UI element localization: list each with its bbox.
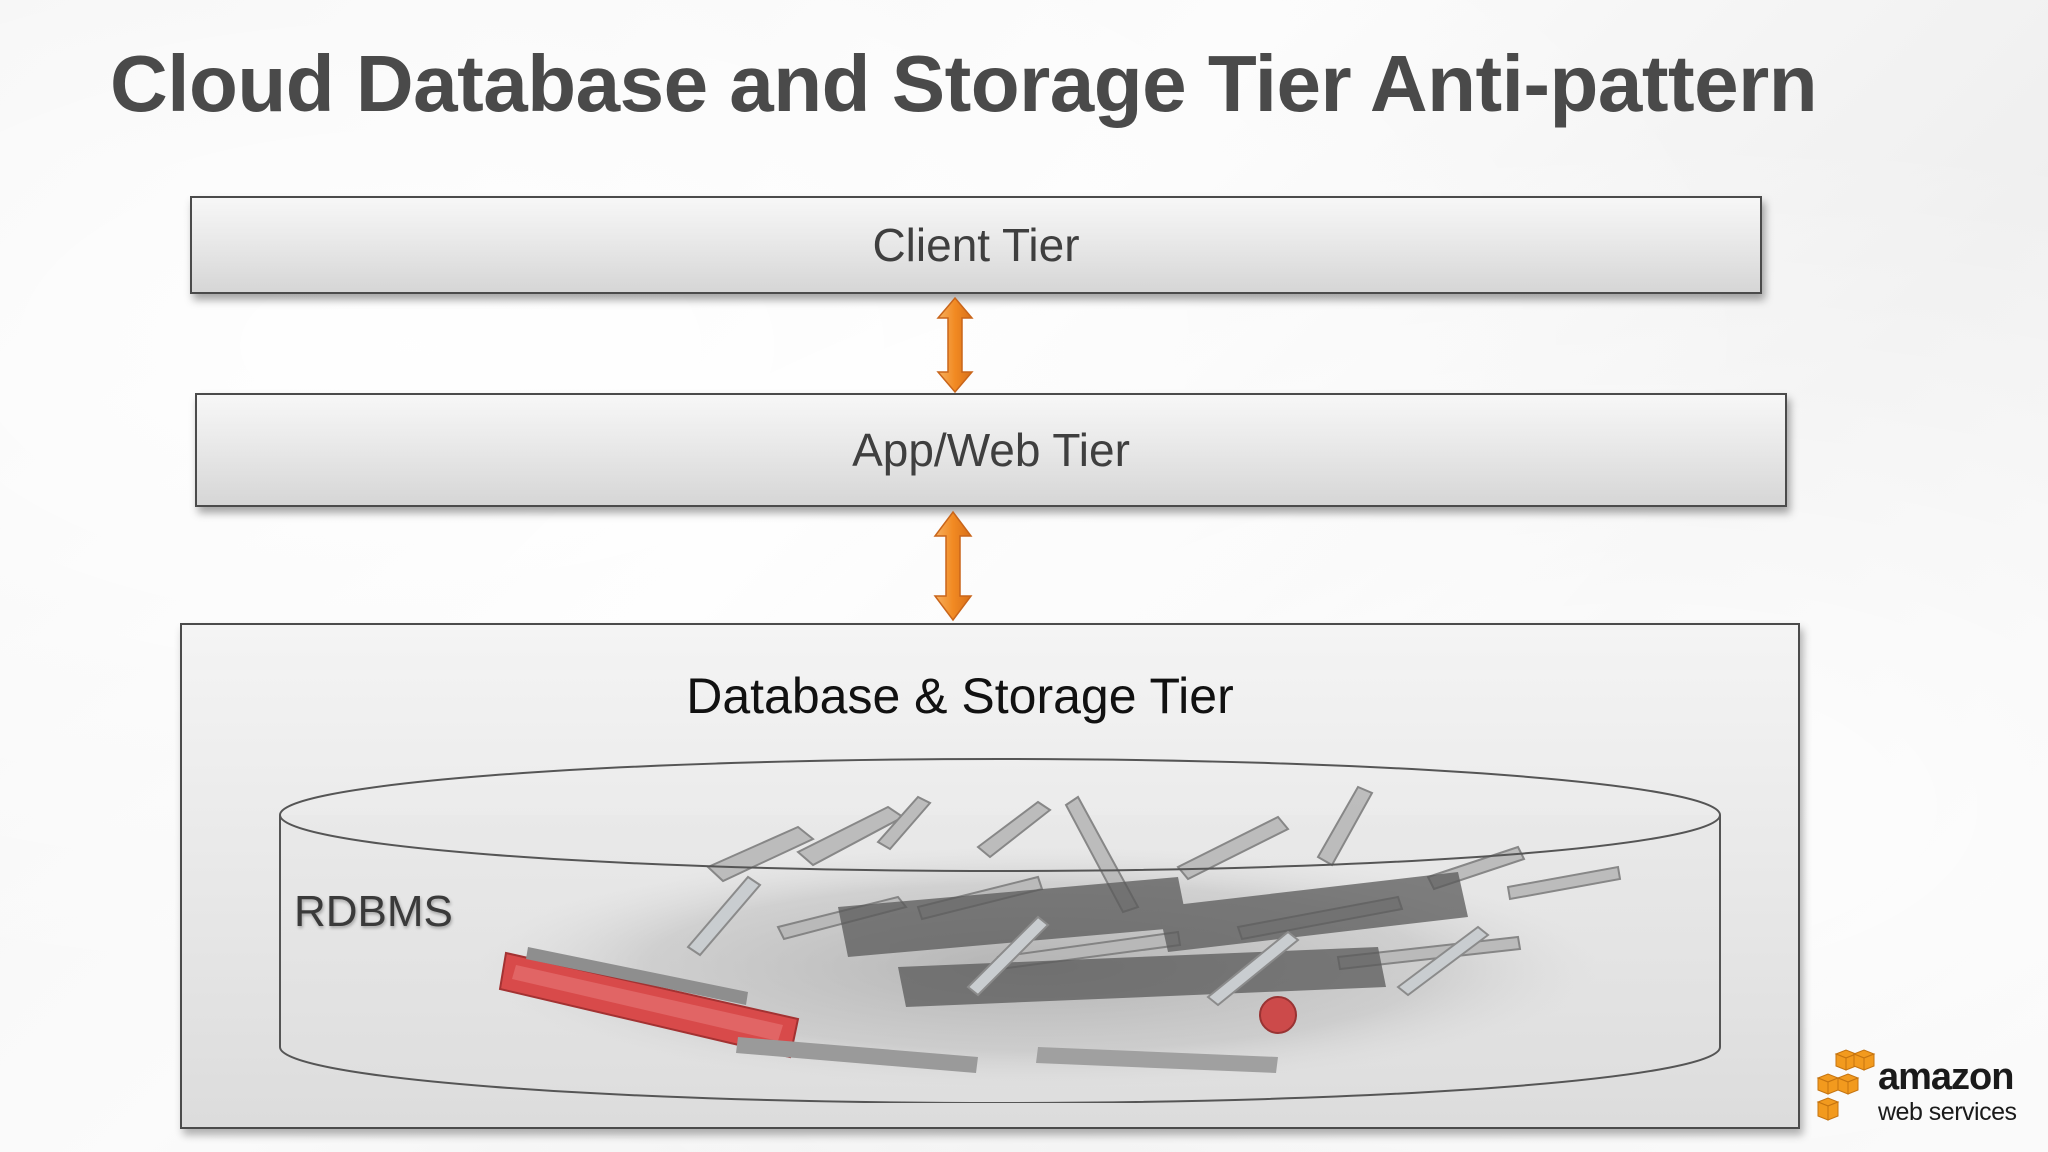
- double-arrow-icon: [936, 296, 974, 394]
- swiss-army-knife-image: [478, 785, 1622, 1087]
- aws-logo-amazon-text: amazon: [1878, 1056, 2014, 1098]
- rdbms-cylinder: [279, 758, 1721, 1103]
- aws-logo-web-services-text: web services: [1878, 1098, 2017, 1126]
- client-tier-box: Client Tier: [190, 196, 1762, 294]
- double-arrow-icon: [933, 510, 973, 622]
- database-storage-tier-box: Database & Storage Tier: [180, 623, 1800, 1129]
- aws-logo: amazon web services: [1814, 1048, 2028, 1128]
- app-web-tier-box: App/Web Tier: [195, 393, 1787, 507]
- slide-title: Cloud Database and Storage Tier Anti-pat…: [110, 39, 1818, 128]
- database-storage-tier-label: Database & Storage Tier: [686, 668, 1234, 724]
- rdbms-label: RDBMS: [294, 887, 453, 936]
- client-tier-label: Client Tier: [872, 219, 1080, 271]
- aws-cubes-icon: [1816, 1049, 1876, 1121]
- app-web-tier-label: App/Web Tier: [852, 424, 1130, 476]
